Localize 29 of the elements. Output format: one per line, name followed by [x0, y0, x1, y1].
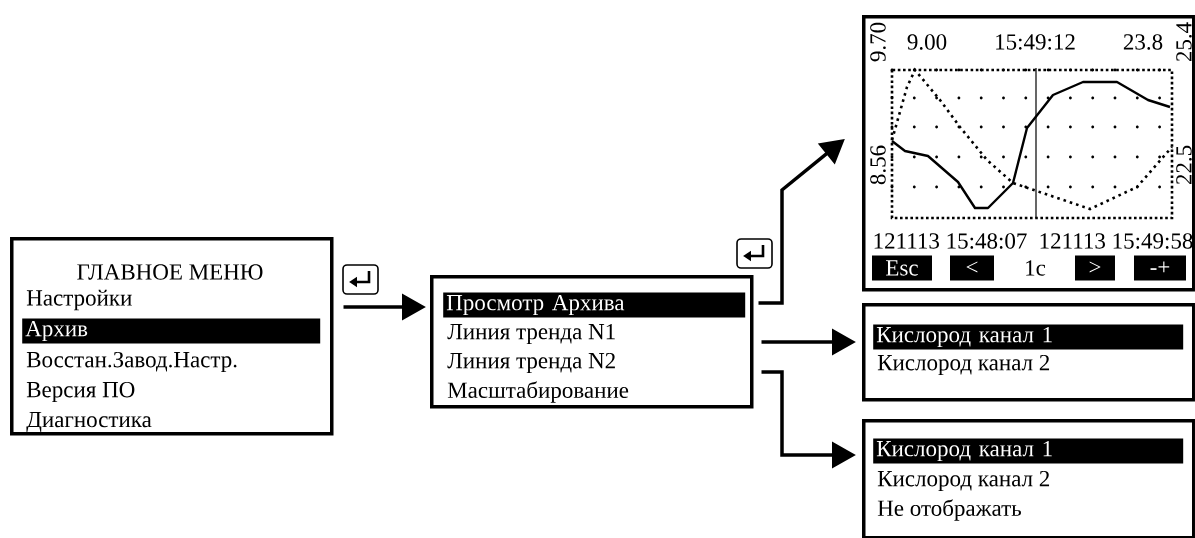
softkey-button: > [1075, 255, 1115, 281]
chart-label: 9.00 [907, 34, 947, 50]
menu-item: Линия тренда N2 [447, 352, 615, 374]
menu-item: Версия ПО [26, 381, 135, 403]
axis-value: 22.5 [1176, 145, 1192, 185]
selected-menu-item: Просмотр Архива [443, 292, 746, 318]
menu-item: Восстан.Завод.Настр. [26, 351, 237, 373]
chart-label: 121113 15:49:58 [1040, 233, 1193, 249]
menu-title: ГЛАВНОЕ МЕНЮ [77, 264, 263, 280]
softkey-button: < [950, 255, 994, 281]
menu-item: Диагностика [26, 412, 152, 432]
selected-menu-item: Кислород канал 1 [873, 324, 1184, 350]
menu-item: Линия тренда N1 [447, 323, 615, 345]
softkey-button: Esc [872, 255, 932, 281]
menu-item: Не отображать [877, 499, 1021, 521]
chart-label: 15:49:12 [996, 34, 1075, 50]
chart-label: 121113 15:48:07 [874, 233, 1027, 249]
axis-value: 9.70 [870, 22, 886, 62]
softkey-button: -+ [1134, 255, 1186, 281]
axis-value: 25.4 [1176, 22, 1192, 62]
chart-label: 1c [1026, 260, 1046, 276]
menu-item: Масштабирование [447, 381, 629, 403]
selected-menu-item: Архив [22, 318, 321, 344]
menu-item: Кислород канал 2 [877, 354, 1050, 376]
selected-menu-item: Кислород канал 1 [873, 438, 1184, 464]
axis-value: 8.56 [870, 145, 886, 185]
menu-item: Настройки [26, 289, 132, 311]
menu-item: Кислород канал 2 [877, 470, 1050, 492]
chart-label: 23.8 [1123, 34, 1163, 50]
